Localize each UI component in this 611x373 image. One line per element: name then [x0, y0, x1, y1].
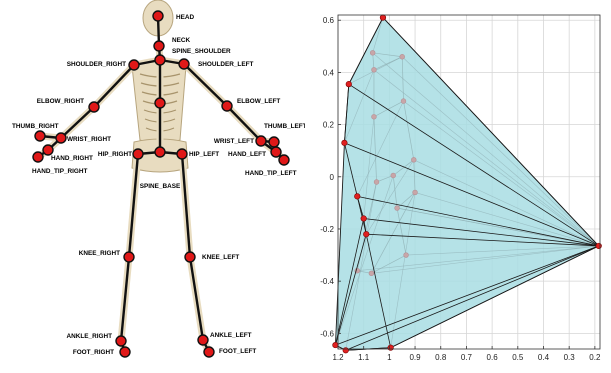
joint-label: HAND_TIP_LEFT — [245, 170, 297, 177]
joint-label: FOOT_RIGHT — [73, 349, 114, 356]
joint-marker — [271, 147, 281, 157]
bone-line — [184, 64, 227, 106]
y-tick-label: -0.4 — [320, 277, 334, 286]
joint-label: HIP_LEFT — [189, 151, 219, 158]
joint-marker — [155, 55, 165, 65]
joint-marker — [222, 101, 232, 111]
data-point — [596, 243, 602, 249]
x-tick-label: 0.5 — [512, 353, 524, 362]
x-tick-label: 0.2 — [589, 353, 601, 362]
joint-label: WRIST_LEFT — [214, 138, 254, 145]
joint-marker — [204, 347, 214, 357]
joint-marker — [129, 60, 139, 70]
joint-label: HIP_RIGHT — [98, 151, 132, 158]
joint-marker — [185, 252, 195, 262]
joint-label: NECK — [172, 37, 190, 44]
joint-marker — [155, 147, 165, 157]
y-tick-label: 0.4 — [323, 68, 335, 77]
data-point — [342, 140, 348, 146]
joint-marker — [56, 133, 66, 143]
joint-marker — [256, 136, 266, 146]
joint-marker — [155, 98, 165, 108]
hidden-point — [413, 190, 418, 195]
joint-label: SPINE_SHOULDER — [172, 48, 231, 55]
joint-marker — [133, 149, 143, 159]
bone-line — [94, 65, 134, 107]
joint-marker — [116, 336, 126, 346]
joint-marker — [35, 131, 45, 141]
joint-marker — [124, 252, 134, 262]
bone-line — [61, 107, 94, 138]
data-point — [388, 345, 394, 351]
joint-label: ANKLE_LEFT — [210, 332, 252, 339]
joint-label: ANKLE_RIGHT — [67, 333, 113, 340]
joint-label: ELBOW_RIGHT — [37, 98, 84, 105]
y-tick-label: -0.2 — [320, 225, 334, 234]
hidden-point — [370, 50, 375, 55]
hidden-point — [374, 180, 379, 185]
hidden-point — [369, 271, 374, 276]
data-point — [361, 216, 367, 222]
x-tick-label: 1 — [387, 353, 392, 362]
joint-label: SPINE_BASE — [140, 183, 181, 190]
data-point — [380, 15, 386, 21]
hidden-point — [391, 173, 396, 178]
joint-label: FOOT_LEFT — [219, 348, 256, 355]
hull-chart: 0.6 0.4 0.2 0 -0.2 -0.4 -0.6 1.2 1.1 1 0.9 0.8 0.7 0… — [305, 0, 611, 368]
hidden-point — [395, 206, 400, 211]
joint-label: HAND_TIP_RIGHT — [32, 168, 87, 175]
x-tick-label: 0.6 — [487, 353, 499, 362]
joint-marker — [279, 155, 289, 165]
data-point — [343, 348, 349, 354]
joint-marker — [177, 149, 187, 159]
joint-marker — [179, 59, 189, 69]
joint-label: WRIST_RIGHT — [67, 136, 111, 143]
joint-label: HEAD — [176, 14, 194, 21]
joint-label: KNEE_RIGHT — [79, 250, 120, 257]
joint-marker — [154, 41, 164, 51]
joint-label: THUMB_LEFT — [264, 123, 305, 130]
y-tick-label: -0.6 — [320, 329, 334, 338]
joint-label: SHOULDER_RIGHT — [67, 61, 126, 68]
joint-label: HAND_LEFT — [228, 151, 266, 158]
hidden-point — [372, 114, 377, 119]
joint-marker — [269, 137, 279, 147]
data-point — [354, 194, 360, 200]
joint-marker — [33, 152, 43, 162]
hidden-point — [411, 157, 416, 162]
y-tick-label: 0 — [330, 173, 335, 182]
convex-hull-plot: 0.6 0.4 0.2 0 -0.2 -0.4 -0.6 1.2 1.1 1 0.9 0.8 0.7 0… — [305, 0, 611, 368]
hidden-point — [400, 54, 405, 59]
joint-marker — [43, 145, 53, 155]
y-tick-label: 0.2 — [323, 121, 335, 130]
x-tick-label: 0.8 — [435, 353, 447, 362]
hidden-point — [401, 99, 406, 104]
skeleton-diagram: HEAD NECK SPINE_SHOULDER SHOULDER_RIGHT SHOU… — [0, 0, 305, 368]
x-tick-label: 1.2 — [332, 353, 344, 362]
hidden-point — [404, 253, 409, 258]
data-point — [333, 342, 339, 348]
bone-line — [190, 257, 203, 340]
joint-marker — [198, 335, 208, 345]
x-tick-label: 0.7 — [461, 353, 473, 362]
data-point — [363, 231, 369, 237]
bone-line — [227, 106, 261, 141]
skeleton-figure: HEAD NECK SPINE_SHOULDER SHOULDER_RIGHT SHOU… — [0, 0, 305, 368]
joint-marker — [89, 102, 99, 112]
x-tick-label: 0.4 — [538, 353, 550, 362]
x-tick-label: 1.1 — [358, 353, 370, 362]
joint-label: KNEE_LEFT — [202, 254, 239, 261]
hidden-point — [372, 67, 377, 72]
data-point — [346, 81, 352, 87]
x-tick-label: 0.9 — [409, 353, 421, 362]
y-tick-label: 0.6 — [323, 16, 335, 25]
joint-marker — [153, 11, 163, 21]
joint-label: THUMB_RIGHT — [12, 123, 59, 130]
joint-label: SHOULDER_LEFT — [198, 61, 253, 68]
x-tick-label: 0.3 — [564, 353, 576, 362]
joint-label: ELBOW_LEFT — [237, 98, 280, 105]
joint-label: HAND_RIGHT — [51, 155, 93, 162]
joint-marker — [120, 347, 130, 357]
